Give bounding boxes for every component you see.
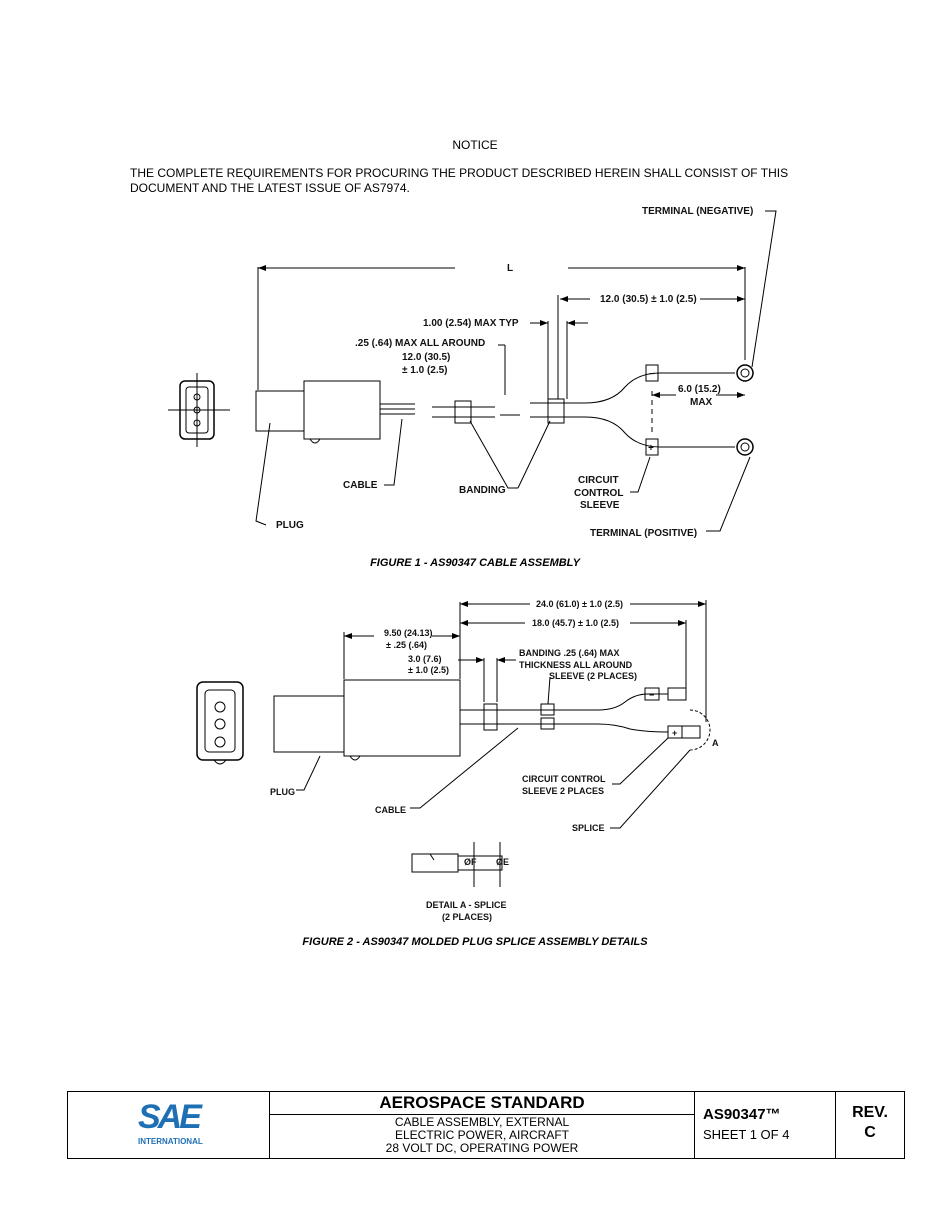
fig2-dim-30-line2: ± 1.0 (2.5) [408,665,449,675]
document-number: AS90347™ [703,1106,781,1123]
fig2-detail-line2: (2 PLACES) [442,912,492,922]
fig1-banding-label: BANDING [459,485,506,496]
fig2-circuit-line1: CIRCUIT CONTROL [522,774,606,784]
fig1-dim-12b-line2: ± 1.0 (2.5) [402,365,448,376]
fig1-minus-mark: − [649,369,655,380]
sae-logo-subtext: INTERNATIONAL [138,1137,203,1146]
fig1-dim-025-label: .25 (.64) MAX ALL AROUND [355,338,485,349]
fig1-terminal-negative-label: TERMINAL (NEGATIVE) [642,206,753,217]
fig1-terminal-positive-label: TERMINAL (POSITIVE) [590,528,697,539]
title-block: SAE INTERNATIONAL AEROSPACE STANDARD CAB… [67,1091,905,1159]
fig2-splice-label: SPLICE [572,823,605,833]
fig2-dim-18-label: 18.0 (45.7) ± 1.0 (2.5) [532,618,619,628]
fig2-phi-e-label: ØE [496,857,509,867]
fig1-dim-12b-line1: 12.0 (30.5) [402,352,450,363]
description-line-2: ELECTRIC POWER, AIRCRAFT [394,1128,570,1142]
description-line-1: CABLE ASSEMBLY, EXTERNAL [394,1115,570,1129]
title-cell: AEROSPACE STANDARD CABLE ASSEMBLY, EXTER… [270,1092,695,1158]
fig2-cable-label: CABLE [375,805,406,815]
fig1-plug-label: PLUG [276,520,304,531]
fig1-dim-6-line1: 6.0 (15.2) [678,384,721,395]
fig2-banding-line1: BANDING .25 (.64) MAX [519,648,620,658]
standard-description: CABLE ASSEMBLY, EXTERNAL ELECTRIC POWER,… [270,1115,694,1155]
sae-logo: SAE INTERNATIONAL [68,1092,270,1158]
document-number-cell: AS90347™ SHEET 1 OF 4 [695,1092,836,1158]
fig1-plus-mark: + [648,443,654,454]
fig2-dim-950-line1: 9.50 (24.13) [384,628,433,638]
fig1-circuit-line3: SLEEVE [580,500,620,511]
revision-label: REV. [852,1104,888,1121]
fig2-minus-mark: − [649,690,654,700]
fig2-plug-label: PLUG [270,787,295,797]
fig2-text: 24.0 (61.0) ± 1.0 (2.5) 18.0 (45.7) ± 1.… [270,599,719,922]
notice-title: NOTICE [452,138,498,152]
fig2-dim-30-line1: 3.0 (7.6) [408,654,442,664]
fig2-banding-line3: SLEEVE (2 PLACES) [549,671,637,681]
fig1-dim-1-label: 1.00 (2.54) MAX TYP [423,318,519,329]
standard-title: AEROSPACE STANDARD [270,1092,694,1115]
fig2-dim-24-label: 24.0 (61.0) ± 1.0 (2.5) [536,599,623,609]
fig1-circuit-line2: CONTROL [574,488,623,499]
fig2-banding-line2: THICKNESS ALL AROUND [519,660,633,670]
fig2-dim-950-line2: ± .25 (.64) [386,640,427,650]
fig1-length-label: L [507,263,513,274]
fig1-cable-label: CABLE [343,480,378,491]
fig2-plus-mark: + [672,728,677,738]
notice-text: THE COMPLETE REQUIREMENTS FOR PROCURING … [130,166,789,195]
fig2-circuit-line2: SLEEVE 2 PLACES [522,786,604,796]
revision-value: C [864,1124,876,1141]
figure-1-caption: FIGURE 1 - AS90347 CABLE ASSEMBLY [370,557,580,569]
fig2-detail-line1: DETAIL A - SPLICE [426,900,507,910]
figure-1-drawing: TERMINAL (NEGATIVE) L 12.0 (30.5) ± 1.0 … [168,206,777,539]
fig1-circuit-line1: CIRCUIT [578,475,619,486]
fig1-dim-6-line2: MAX [690,397,713,408]
sae-logo-text: SAE [138,1098,202,1136]
revision-cell: REV. C [836,1092,904,1158]
fig1-dim-12-label: 12.0 (30.5) ± 1.0 (2.5) [600,294,697,305]
fig2-phi-f-label: ØF [464,857,477,867]
fig2-detail-a-marker: A [712,738,719,748]
figure-2-caption: FIGURE 2 - AS90347 MOLDED PLUG SPLICE AS… [302,936,648,948]
figure-2-drawing: 24.0 (61.0) ± 1.0 (2.5) 18.0 (45.7) ± 1.… [196,599,719,922]
description-line-3: 28 VOLT DC, OPERATING POWER [385,1141,579,1155]
sheet-number: SHEET 1 OF 4 [703,1127,790,1142]
